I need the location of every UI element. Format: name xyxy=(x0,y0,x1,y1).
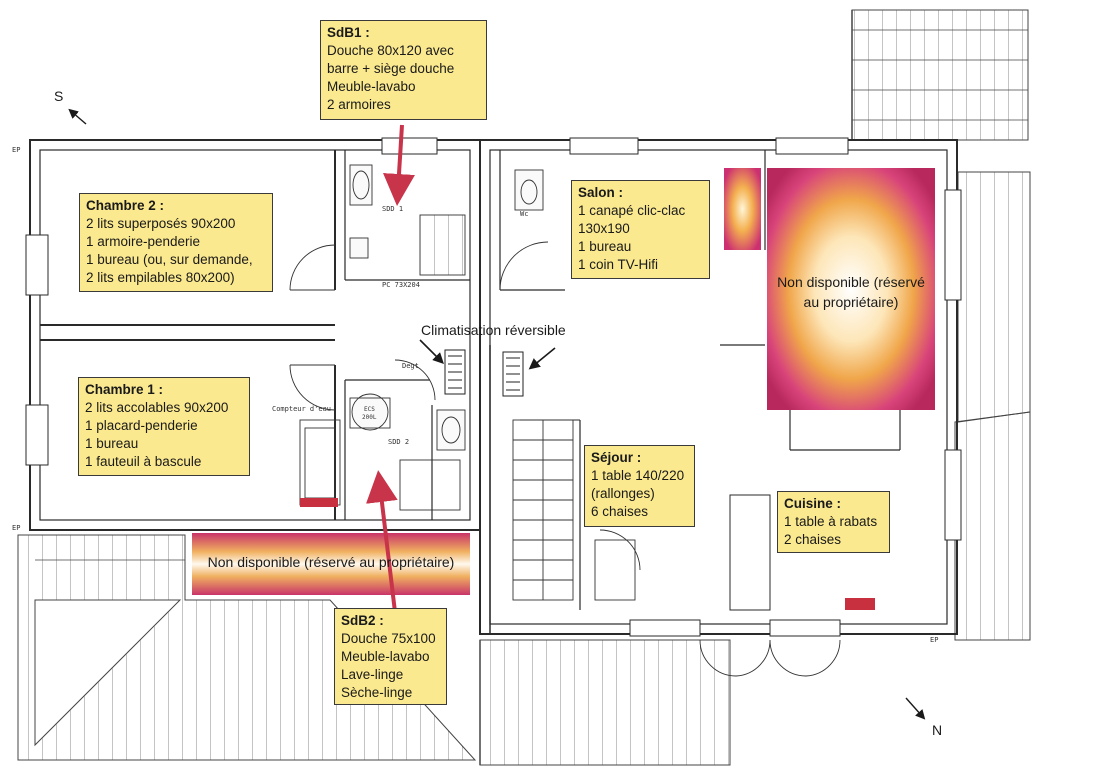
note-cuisine-title: Cuisine : xyxy=(784,496,842,511)
note-sejour-line: 1 table 140/220 xyxy=(591,468,685,483)
note-salon-title: Salon : xyxy=(578,185,624,200)
note-chambre2-line: 2 lits empilables 80x200) xyxy=(86,270,235,285)
unavailable-salon-line2: au propriétaire) xyxy=(803,294,899,310)
note-sdb2-line: Sèche-linge xyxy=(341,685,413,700)
note-sejour-line: 6 chaises xyxy=(591,504,649,519)
note-chambre2-line: 1 armoire-penderie xyxy=(86,234,201,249)
ecs-label: ECS xyxy=(364,406,375,413)
ac-arrow-right xyxy=(528,347,556,370)
note-chambre1-title: Chambre 1 : xyxy=(85,382,164,397)
note-sdb1-line: Meuble-lavabo xyxy=(327,79,416,94)
ep-label-bottom: EP xyxy=(930,636,939,644)
south-arrow-icon xyxy=(68,108,87,125)
ep-label-top: EP xyxy=(12,146,21,154)
climatisation-label: Climatisation réversible xyxy=(421,322,566,338)
water-meter-label: Compteur d'eau xyxy=(272,405,332,413)
sdd1-label: SDD 1 xyxy=(382,205,404,213)
note-sejour-title: Séjour : xyxy=(591,450,642,465)
note-chambre2-line: 2 lits superposés 90x200 xyxy=(86,216,236,231)
north-arrow-icon xyxy=(905,697,926,720)
electrical-symbols xyxy=(300,349,875,610)
note-sdb1-line: barre + siège douche xyxy=(327,61,455,76)
unavailable-salon-text: Non disponible (réservé au propriétaire) xyxy=(768,272,934,312)
windows xyxy=(25,137,962,637)
note-sdb2-title: SdB2 : xyxy=(341,613,384,628)
note-chambre1-line: 1 placard-penderie xyxy=(85,418,198,433)
note-salon: Salon : 1 canapé clic-clac 130x190 1 bur… xyxy=(571,180,710,279)
terrace-top-right xyxy=(851,9,1029,141)
note-chambre1: Chambre 1 : 2 lits accolables 90x200 1 p… xyxy=(78,377,250,476)
note-sdb2-line: Douche 75x100 xyxy=(341,631,436,646)
note-sdb2-line: Lave-linge xyxy=(341,667,404,682)
unavailable-corridor-text: Non disponible (réservé au propriétaire) xyxy=(207,554,455,570)
note-chambre2-title: Chambre 2 : xyxy=(86,198,165,213)
note-chambre2: Chambre 2 : 2 lits superposés 90x200 1 a… xyxy=(79,193,273,292)
compass-north-label: N xyxy=(932,722,943,738)
sdd2-label: SDD 2 xyxy=(388,438,410,446)
fixtures xyxy=(299,164,636,601)
note-cuisine-line: 1 table à rabats xyxy=(784,514,878,529)
walls xyxy=(29,139,958,635)
door-size-label: PC 73X204 xyxy=(382,281,420,289)
note-chambre2-line: 1 bureau (ou, sur demande, xyxy=(86,252,253,267)
unavailable-zone-corridor xyxy=(192,533,470,595)
note-salon-line: 1 coin TV-Hifi xyxy=(578,257,659,272)
note-sdb2: SdB2 : Douche 75x100 Meuble-lavabo Lave-… xyxy=(334,608,447,705)
terrace-bottom xyxy=(479,639,731,766)
degt-label: Degt xyxy=(402,362,419,370)
note-cuisine: Cuisine : 1 table à rabats 2 chaises xyxy=(777,491,890,553)
note-chambre1-line: 1 bureau xyxy=(85,436,139,451)
note-sejour-line: (rallonges) xyxy=(591,486,655,501)
staircase xyxy=(512,419,574,601)
note-salon-line: 1 canapé clic-clac xyxy=(578,203,686,218)
unavailable-salon-line1: Non disponible (réservé xyxy=(777,274,925,290)
note-chambre1-line: 1 fauteuil à bascule xyxy=(85,454,202,469)
note-sdb1-title: SdB1 : xyxy=(327,25,370,40)
note-sdb1-line: 2 armoires xyxy=(327,97,391,112)
unavailable-zone-salon xyxy=(767,168,935,410)
door-swings xyxy=(289,241,841,677)
note-cuisine-line: 2 chaises xyxy=(784,532,842,547)
ep-label-left: EP xyxy=(12,524,21,532)
wc-label: Wc xyxy=(520,210,529,218)
ecs-volume-label: 200L xyxy=(362,414,377,421)
ac-arrow-left xyxy=(419,339,444,364)
sdb2-arrow xyxy=(366,470,398,613)
note-sdb2-line: Meuble-lavabo xyxy=(341,649,430,664)
note-sdb1: SdB1 : Douche 80x120 avec barre + siège … xyxy=(320,20,487,120)
note-sejour: Séjour : 1 table 140/220 (rallonges) 6 c… xyxy=(584,445,695,527)
note-salon-line: 1 bureau xyxy=(578,239,632,254)
unavailable-zone-small xyxy=(724,168,761,250)
note-salon-line: 130x190 xyxy=(578,221,630,236)
note-chambre1-line: 2 lits accolables 90x200 xyxy=(85,400,229,415)
sdb1-arrow xyxy=(383,124,415,206)
compass-south-label: S xyxy=(54,88,64,104)
terrace-right xyxy=(954,171,1031,641)
note-sdb1-line: Douche 80x120 avec xyxy=(327,43,454,58)
